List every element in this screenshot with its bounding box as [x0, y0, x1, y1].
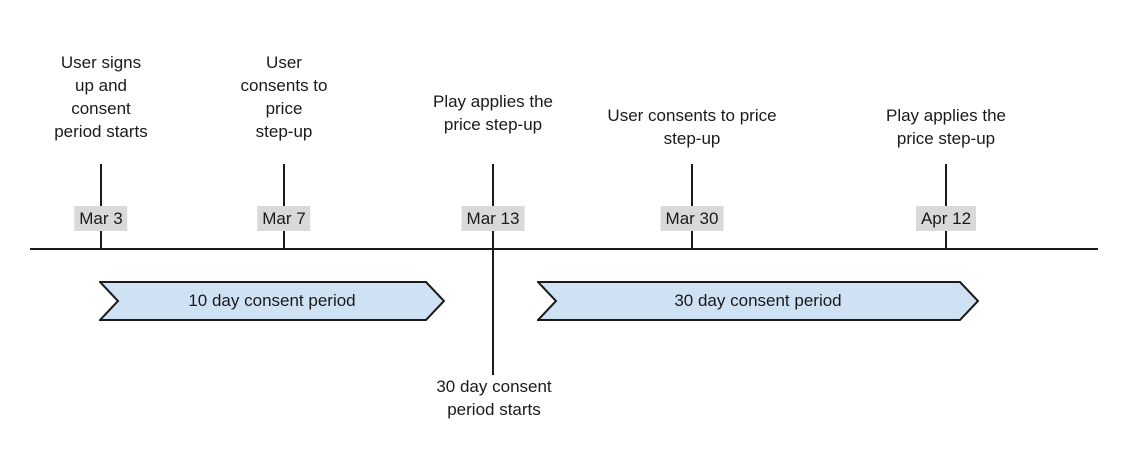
event-label-apr12: Play applies the price step-up — [885, 106, 1007, 148]
banner-label-10day: 10 day consent period — [188, 291, 356, 310]
event-tick-mar13 — [492, 164, 494, 375]
event-label-mar30: User consents to price step-up — [607, 106, 777, 148]
event-below-label-mar13: 30 day consent period starts — [436, 377, 552, 419]
banner-arrow-shape — [537, 281, 979, 321]
banner-arrow-polygon — [537, 281, 979, 321]
banner-label-30day: 30 day consent period — [674, 291, 842, 310]
event-label-mar7: User consents to price step-up — [240, 53, 328, 141]
consent-period-banner-10day: 10 day consent period — [99, 281, 445, 321]
date-chip-mar7: Mar 7 — [257, 206, 311, 231]
banner-arrow-polygon — [99, 281, 445, 321]
date-chip-mar3: Mar 3 — [74, 206, 128, 231]
date-chip-mar30: Mar 30 — [660, 206, 724, 231]
consent-period-banner-30day: 30 day consent period — [537, 281, 979, 321]
event-label-mar13: Play applies the price step-up — [432, 92, 554, 134]
banner-arrow-shape — [99, 281, 445, 321]
event-label-mar3: User signs up and consent period starts — [54, 53, 148, 141]
timeline-axis — [30, 248, 1098, 250]
date-chip-apr12: Apr 12 — [915, 206, 977, 231]
date-chip-mar13: Mar 13 — [461, 206, 525, 231]
